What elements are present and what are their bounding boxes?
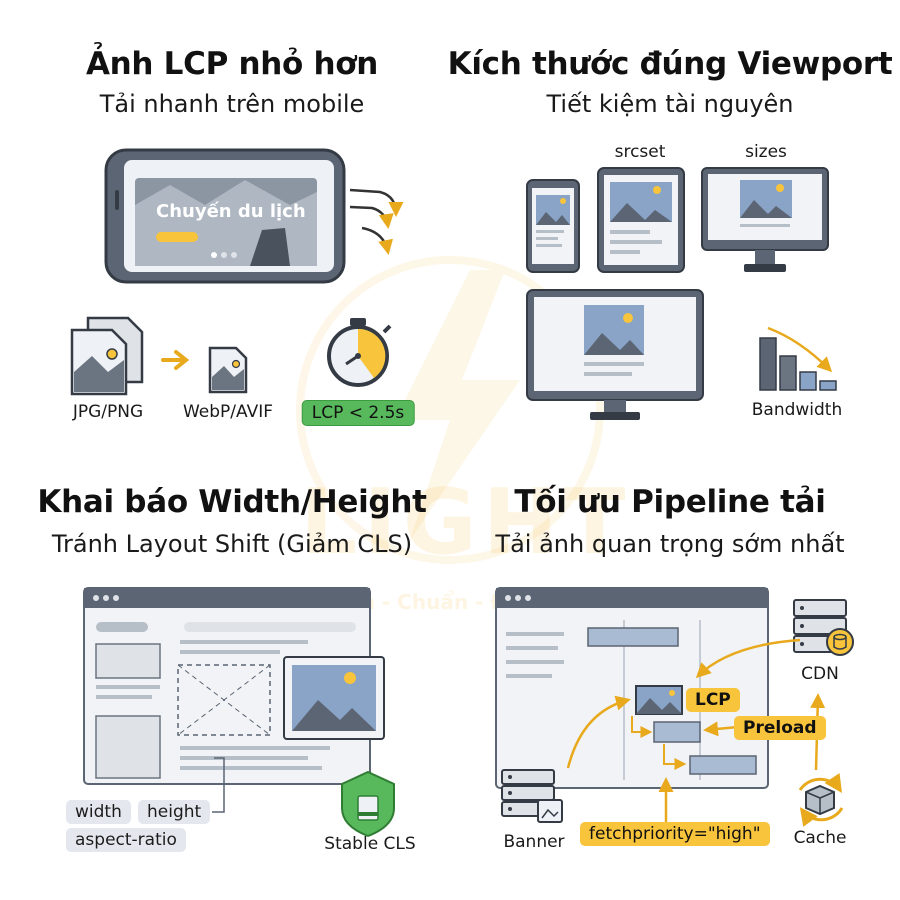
attr-aspect-ratio-pill: aspect-ratio — [66, 828, 186, 852]
format-to-label: WebP/AVIF — [182, 402, 274, 422]
attribute-bracket — [212, 757, 225, 813]
cdn-label: CDN — [801, 664, 839, 684]
cache-box-icon — [798, 773, 844, 827]
swipe-arrows-icon — [349, 188, 404, 255]
mobile-device-icon — [526, 179, 580, 273]
desktop-monitor-icon-small — [701, 167, 829, 272]
lcp-tag: LCP — [686, 688, 740, 712]
image-file-icon-large — [70, 316, 144, 396]
watermark-brand: LIGHT — [300, 470, 632, 575]
image-file-icon-small — [208, 346, 248, 394]
title-pipeline: Tối ưu Pipeline tải — [514, 484, 826, 520]
sizes-label: sizes — [745, 142, 787, 162]
server-stack-icon-cdn — [793, 599, 854, 656]
phone-illustration — [104, 148, 346, 284]
shield-check-icon — [341, 770, 395, 838]
title-lcp: Ảnh LCP nhỏ hơn — [85, 46, 379, 82]
format-from-label: JPG/PNG — [72, 402, 144, 422]
fetchpriority-pill: fetchpriority="high" — [580, 822, 770, 846]
attr-height-pill: height — [138, 800, 211, 824]
stopwatch-icon — [327, 318, 392, 387]
desktop-monitor-icon-large — [526, 289, 704, 420]
subtitle-dimensions: Tránh Layout Shift (Giảm CLS) — [51, 530, 413, 558]
title-viewport: Kích thước đúng Viewport — [447, 46, 893, 82]
watermark-bolt-icon — [296, 256, 604, 564]
subtitle-lcp: Tải nhanh trên mobile — [99, 90, 365, 118]
convert-arrow-icon — [161, 350, 190, 370]
bandwidth-chart-icon — [759, 326, 837, 391]
browser-window-pipeline — [495, 587, 769, 789]
title-dimensions: Khai báo Width/Height — [37, 484, 427, 520]
stable-cls-label: Stable CLS — [324, 834, 416, 854]
bandwidth-label: Bandwidth — [751, 400, 843, 420]
banner-label: Banner — [503, 832, 565, 852]
server-stack-icon-banner — [501, 769, 563, 823]
tablet-device-icon — [597, 167, 685, 273]
attr-width-pill: width — [66, 800, 131, 824]
cache-label: Cache — [793, 828, 847, 848]
image-placeholder-icon — [283, 656, 385, 740]
subtitle-viewport: Tiết kiệm tài nguyên — [546, 90, 794, 118]
lcp-metric-badge: LCP < 2.5s — [301, 400, 415, 426]
srcset-label: srcset — [614, 142, 666, 162]
phone-banner-text: Chuyến du lịch — [156, 201, 306, 222]
preload-tag: Preload — [734, 716, 826, 740]
subtitle-pipeline: Tải ảnh quan trọng sớm nhất — [495, 530, 845, 558]
